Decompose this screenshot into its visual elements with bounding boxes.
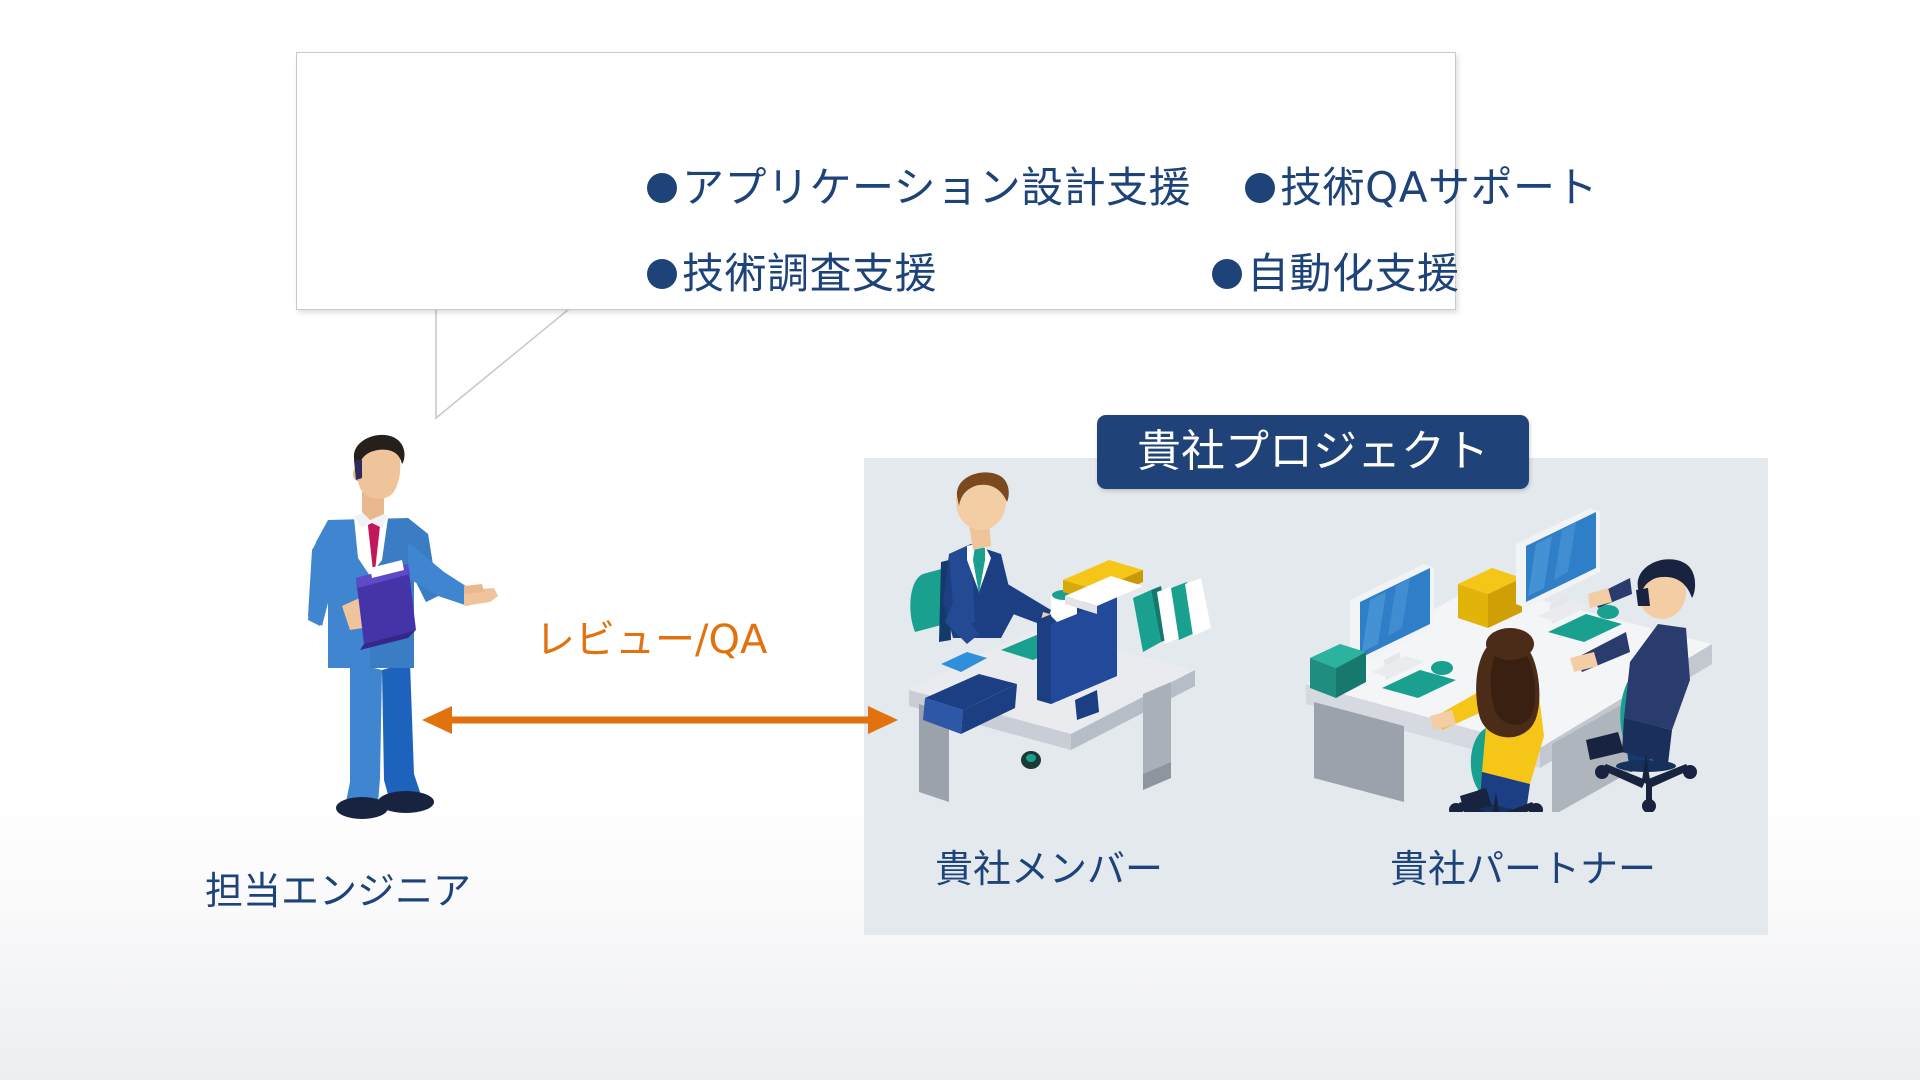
callout-item-label: アプリケーション設計支援 [682,163,1192,212]
client-partner-label: 貴社パートナー [1390,847,1657,891]
review-qa-label: レビュー/QA [535,617,768,663]
bullet-dot-icon [647,259,677,289]
callout-item-tech-research-support: 技術調査支援 [647,253,1212,295]
callout-row-2: 技術調査支援 自動化支援 [647,253,1460,295]
review-qa-arrow-icon [422,706,898,734]
client-partner-desk-illustration [1306,508,1712,812]
callout-item-label: 技術調査支援 [682,249,938,298]
project-badge: 貴社プロジェクト [1097,415,1529,489]
callout-item-tech-qa-support: 技術QAサポート [1245,167,1598,209]
engineer-illustration [308,434,498,819]
engineer-label: 担当エンジニア [205,869,472,913]
bullet-dot-icon [1245,173,1276,203]
client-member-label: 貴社メンバー [935,847,1164,891]
client-member-desk-illustration [909,472,1211,802]
callout-item-label: 技術QAサポート [1280,163,1598,212]
callout-item-label: 自動化支援 [1247,249,1460,298]
callout-tail-icon [435,300,581,420]
callout-item-app-design-support: アプリケーション設計支援 [647,167,1191,209]
bullet-dot-icon [647,173,677,203]
callout-item-automation-support: 自動化支援 [1212,253,1460,295]
callout-row-1: アプリケーション設計支援 技術QAサポート [647,167,1598,209]
project-badge-label: 貴社プロジェクト [1137,426,1489,477]
bullet-dot-icon [1212,259,1242,289]
services-callout: アプリケーション設計支援 技術QAサポート 技術調査支援 自動化支援 [296,52,1597,310]
